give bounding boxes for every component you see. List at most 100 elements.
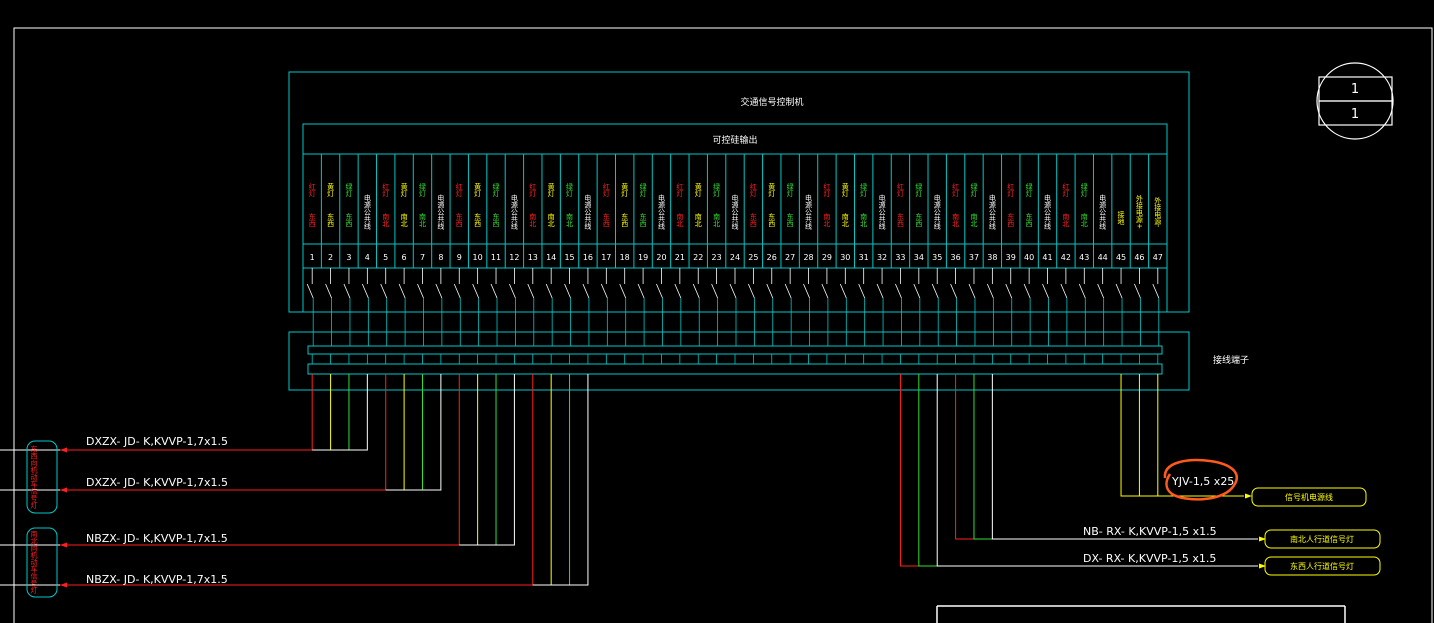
cable-left2-wire (0, 374, 387, 491)
channel-number: 6 (402, 253, 407, 262)
channel-lamp-label: 红灯 (308, 182, 316, 198)
terminal-block: 接线端子 (288, 331, 1249, 391)
channel-contact (1042, 283, 1049, 299)
channel-number: 34 (914, 253, 924, 262)
channel-number: 25 (748, 253, 758, 262)
channel-number: 9 (457, 253, 462, 262)
cable-right2-arrow (1259, 536, 1266, 542)
channel-contact (472, 283, 480, 299)
channel-number: 41 (1042, 253, 1052, 262)
channel-number: 21 (675, 253, 685, 262)
channel-lamp-label: 绿灯 (566, 182, 574, 198)
channel-contact (729, 283, 737, 299)
channel-number: 46 (1134, 253, 1144, 262)
channel-contact (361, 283, 369, 299)
terminal-ticks (311, 354, 1159, 364)
cable-left3-wire (0, 374, 515, 546)
channel-direction-label: 电源公共线 (584, 194, 592, 230)
channel-direction-label: 电源公共线 (933, 194, 941, 230)
channel-direction-label: 南北 (713, 212, 721, 228)
cable-left3-wire (0, 374, 479, 546)
channel-lamp-label: 绿灯 (915, 182, 923, 198)
channel-contact (931, 283, 939, 299)
channel-direction-label: 南北 (970, 212, 978, 228)
channel-number: 45 (1116, 253, 1126, 262)
channel-lamp-label: 红灯 (896, 182, 904, 198)
channel-contact (490, 283, 498, 299)
channel-contact (913, 283, 921, 299)
channel-contact (325, 283, 332, 299)
channel-direction-label: 电源公共线 (437, 194, 445, 230)
channel-contact (986, 283, 994, 299)
channel-number: 28 (803, 253, 813, 262)
badge-top-number: 1 (1351, 82, 1359, 97)
channel-contact (748, 283, 755, 299)
channel-number: 16 (583, 253, 593, 262)
cable-left4-wire (0, 374, 534, 586)
channel-contact (1023, 283, 1031, 299)
channel-number: 33 (895, 253, 905, 262)
right-destination-2-label: 南北人行道信号灯 (1290, 534, 1354, 544)
channel-lamp-label: 绿灯 (713, 182, 721, 198)
cable-label-left2: DXZX- JD- K,KVVP-1,7x1.5 (86, 476, 228, 489)
cable-left4-arrow (60, 582, 67, 588)
channel-number: 40 (1024, 253, 1034, 262)
channel-number: 19 (638, 253, 648, 262)
cable-label-right2: NB- RX- K,KVVP-1,5 x1.5 (1083, 525, 1217, 538)
channel-lamp-label: 绿灯 (786, 182, 794, 198)
channel-columns: 红灯东西1黄灯东西2绿灯东西3电源公共线4红灯南北5黄灯南北6绿灯南北7电源公共… (306, 154, 1163, 346)
channel-direction-label: 东西 (621, 212, 629, 228)
cable-left2-wire (0, 374, 442, 491)
channel-number: 14 (546, 253, 556, 262)
channel-lamp-label: 黄灯 (400, 182, 408, 198)
channel-direction-label: 接地 (1117, 210, 1125, 225)
channel-direction-label: 南北 (860, 212, 868, 228)
channel-number: 31 (859, 253, 869, 262)
channel-lamp-label: 绿灯 (345, 182, 353, 198)
channel-number: 37 (969, 253, 979, 262)
channel-number: 4 (365, 253, 370, 262)
channel-direction-label: 电源公共线 (1099, 194, 1107, 230)
right-destination-2: 南北人行道信号灯 (1264, 529, 1381, 549)
cable-label-right3: DX- RX- K,KVVP-1,5 x1.5 (1083, 552, 1216, 565)
channel-contact (656, 283, 663, 299)
channel-lamp-label: 红灯 (602, 182, 610, 198)
cable-left4-wire (0, 374, 552, 586)
channel-number: 30 (840, 253, 850, 262)
channel-contact (564, 283, 571, 299)
channel-contact (858, 283, 866, 299)
channel-contact (509, 283, 516, 299)
cable-right3-wire (936, 374, 1258, 567)
channel-direction-label: 东西 (896, 212, 904, 228)
channel-number: 42 (1061, 253, 1071, 262)
channel-number: 43 (1079, 253, 1089, 262)
channel-contact (950, 283, 957, 299)
left-destination-1: 东西向机动车信号灯 (26, 440, 58, 514)
channel-direction-label: 东西 (786, 212, 794, 228)
channel-number: 7 (420, 253, 425, 262)
channel-direction-label: 东西 (749, 212, 757, 228)
channel-direction-label: 东西 (455, 212, 463, 228)
channel-lamp-label: 黄灯 (327, 182, 335, 198)
channel-lamp-label: 黄灯 (694, 182, 702, 198)
channel-number: 29 (822, 253, 832, 262)
channel-lamp-label: 红灯 (676, 182, 684, 198)
channel-number: 5 (383, 253, 388, 262)
channel-number: 26 (767, 253, 777, 262)
cable-left2-wire (0, 374, 405, 491)
channel-number: 24 (730, 253, 740, 262)
channel-number: 15 (564, 253, 574, 262)
channel-direction-label: 东西 (345, 212, 353, 228)
channel-number: 22 (693, 253, 703, 262)
channel-lamp-label: 绿灯 (492, 182, 500, 198)
cable-label-left1: DXZX- JD- K,KVVP-1,7x1.5 (86, 435, 228, 448)
channel-contact (600, 283, 608, 299)
left-destination-2: 南北向机动车信号灯 (26, 527, 58, 598)
channel-contact (1005, 283, 1013, 299)
channel-contact (821, 283, 829, 299)
channel-number: 1 (310, 253, 315, 262)
channel-direction-label: 南北 (529, 212, 537, 228)
channel-number: 47 (1153, 253, 1163, 262)
channel-lamp-label: 绿灯 (1080, 182, 1088, 198)
cable-left2-arrow (60, 487, 67, 493)
